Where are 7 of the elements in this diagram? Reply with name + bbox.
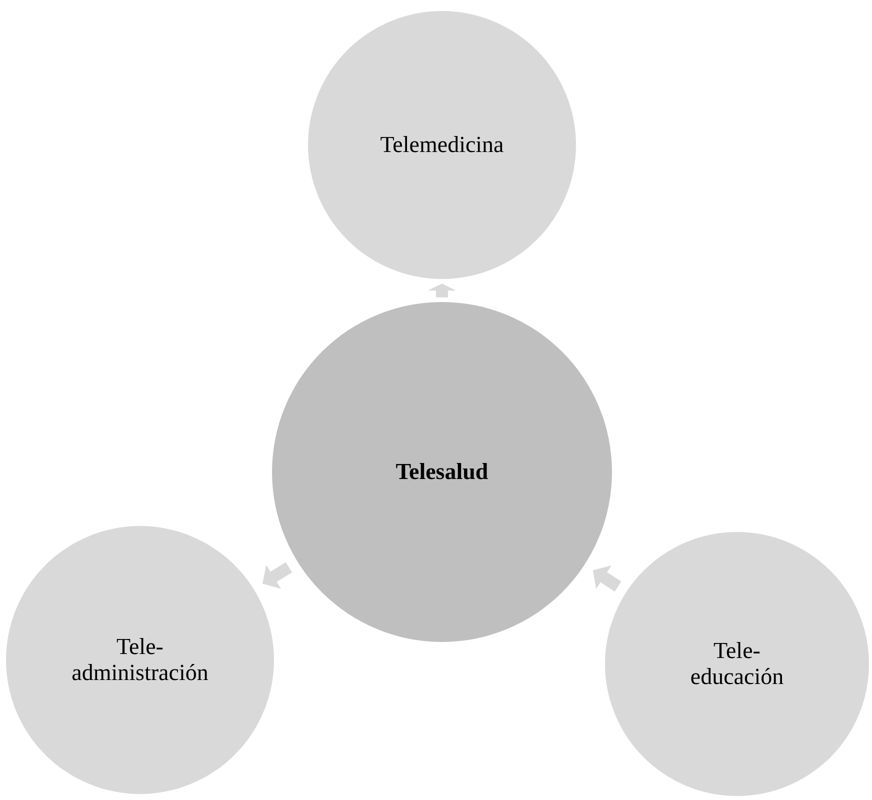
circle-label: Tele- educación	[690, 638, 784, 690]
circle-label: Telemedicina	[380, 132, 504, 158]
circle-label: Tele- administración	[72, 634, 208, 686]
circle-label: Telesalud	[396, 458, 488, 486]
block-arrow	[592, 566, 622, 592]
block-arrow	[262, 562, 292, 589]
block-arrow	[428, 284, 456, 298]
